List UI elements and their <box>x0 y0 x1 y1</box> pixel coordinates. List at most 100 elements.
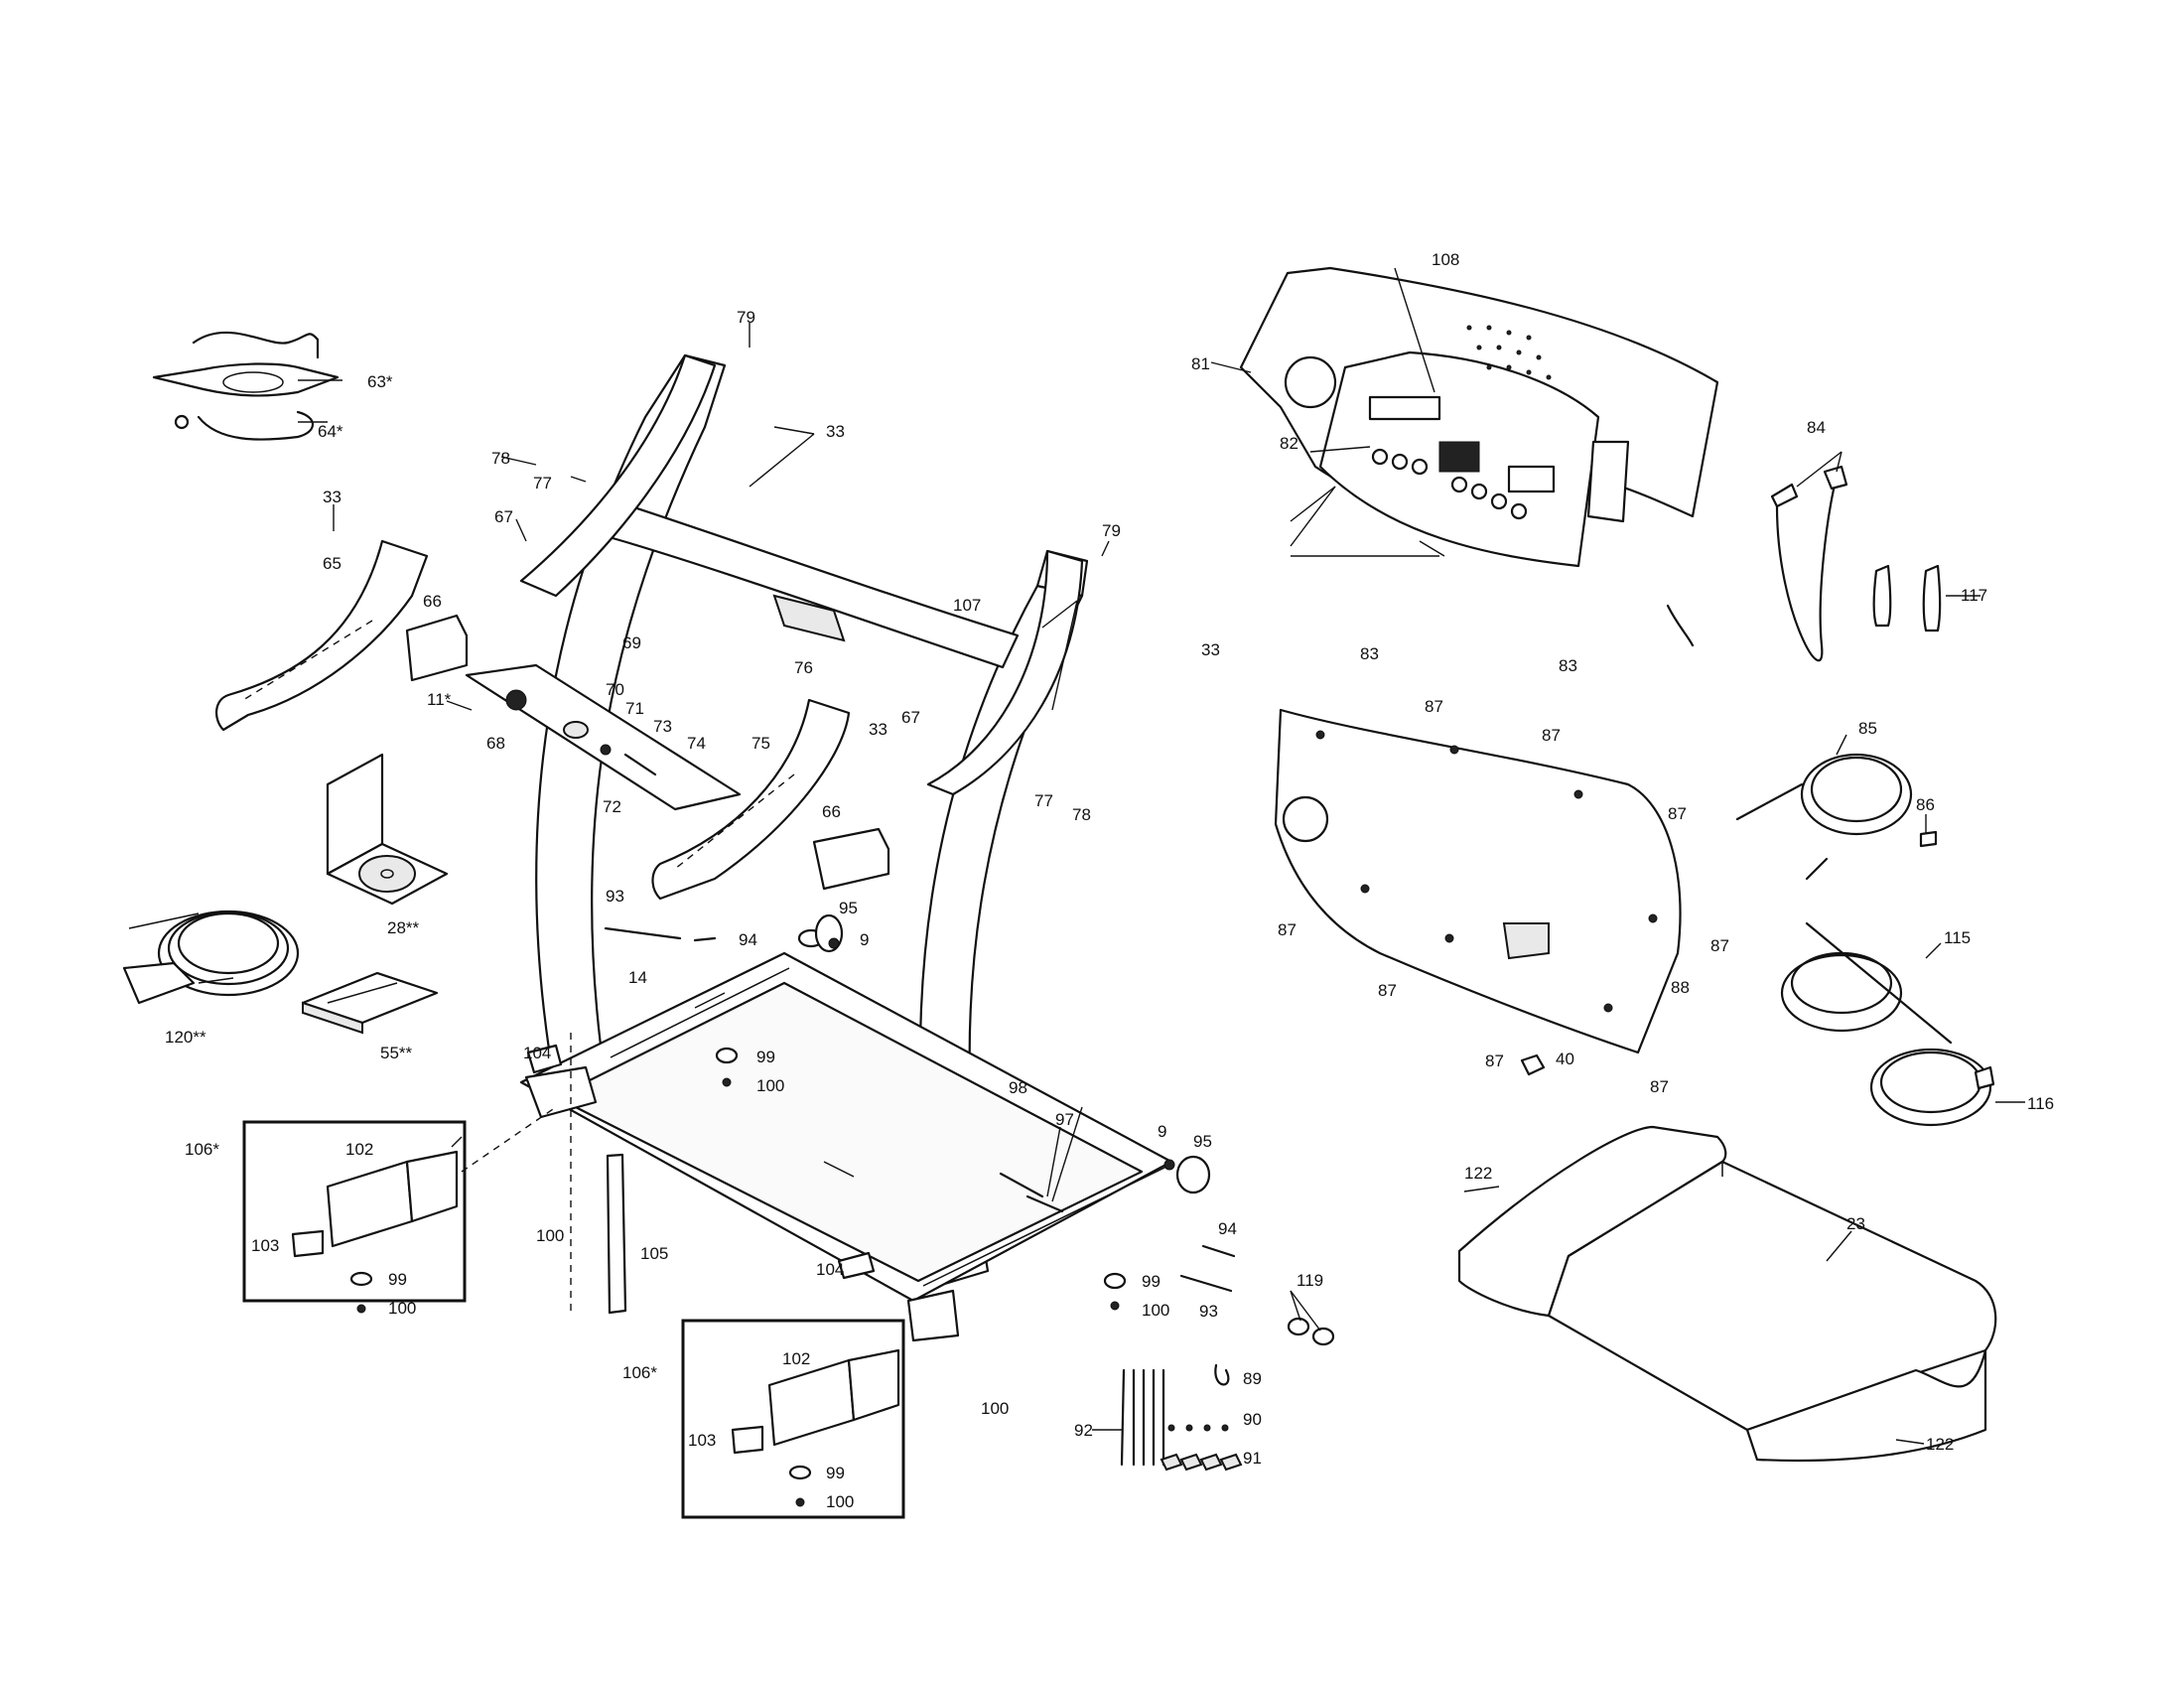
label-99-center: 99 <box>756 1048 775 1066</box>
label-99-inset-right: 99 <box>826 1464 845 1482</box>
label-107: 107 <box>953 596 981 615</box>
label-100-inset-right: 100 <box>826 1492 854 1511</box>
label-120: 120** <box>165 1028 206 1047</box>
label-103-right: 103 <box>688 1431 716 1450</box>
label-100-right-frame: 100 <box>981 1399 1009 1418</box>
chest-strap <box>152 331 340 441</box>
label-9-left: 9 <box>860 930 869 949</box>
hand-weights <box>1872 564 1942 632</box>
grip-connectors <box>405 614 890 891</box>
label-122-bottom: 122 <box>1926 1435 1954 1454</box>
label-83-right: 83 <box>1559 656 1577 675</box>
frame-hardware <box>526 913 1236 1315</box>
label-73: 73 <box>653 717 672 736</box>
safety-key-and-cord <box>1770 465 1848 662</box>
power-cord <box>1735 753 1938 881</box>
label-87-bottom: 87 <box>1485 1052 1504 1070</box>
label-86: 86 <box>1916 795 1935 814</box>
label-72: 72 <box>603 797 621 816</box>
label-108: 108 <box>1432 250 1459 269</box>
label-90: 90 <box>1243 1410 1262 1429</box>
label-102-left: 102 <box>345 1140 373 1159</box>
label-67-right: 67 <box>901 708 920 727</box>
label-92: 92 <box>1074 1421 1093 1440</box>
label-95-left: 95 <box>839 899 858 917</box>
label-33-mid: 33 <box>869 720 887 739</box>
hardware-kit <box>1120 1317 1335 1472</box>
inset-106-left <box>242 1106 557 1314</box>
label-119: 119 <box>1297 1271 1323 1290</box>
part-labels: 79 63* 64* 33 78 77 33 67 65 66 69 11* 6… <box>165 250 2054 1511</box>
console <box>1239 266 1719 647</box>
label-55: 55** <box>380 1044 413 1062</box>
label-68: 68 <box>486 734 505 753</box>
label-87-right: 87 <box>1668 804 1687 823</box>
label-87-bottom-left: 87 <box>1378 981 1397 1000</box>
label-102-right: 102 <box>782 1349 810 1368</box>
console-cover <box>1274 708 1682 1076</box>
hood-23 <box>1457 1125 1997 1463</box>
label-81: 81 <box>1191 354 1210 373</box>
label-115: 115 <box>1944 928 1971 947</box>
label-103-left: 103 <box>251 1236 279 1255</box>
label-87-bottom-right: 87 <box>1650 1077 1669 1096</box>
label-40: 40 <box>1556 1050 1574 1068</box>
label-9-right: 9 <box>1158 1122 1166 1141</box>
label-87-top-right: 87 <box>1542 726 1561 745</box>
label-11: 11* <box>427 690 452 709</box>
label-104-left: 104 <box>523 1044 551 1062</box>
label-87-top-left: 87 <box>1425 697 1443 716</box>
chest-pulse-receiver <box>122 910 300 1005</box>
label-94-left: 94 <box>739 930 757 949</box>
label-74: 74 <box>687 734 706 753</box>
label-69: 69 <box>622 633 641 652</box>
label-99-right: 99 <box>1142 1272 1160 1291</box>
label-116: 116 <box>2027 1094 2054 1113</box>
label-122-top: 122 <box>1464 1164 1492 1183</box>
label-88: 88 <box>1671 978 1690 997</box>
label-91: 91 <box>1243 1449 1262 1468</box>
pulse-sensor-plate <box>465 663 742 811</box>
label-78-right: 78 <box>1072 805 1091 824</box>
label-106-right: 106* <box>622 1363 657 1382</box>
label-104-right: 104 <box>816 1260 844 1279</box>
handrail-right <box>651 698 851 901</box>
leader-lines <box>298 267 2025 1445</box>
label-94-right: 94 <box>1218 1219 1237 1238</box>
label-71: 71 <box>625 699 644 718</box>
label-82: 82 <box>1280 434 1298 453</box>
label-78-left: 78 <box>491 449 510 468</box>
label-33-top: 33 <box>826 422 845 441</box>
label-106-left: 106* <box>185 1140 219 1159</box>
label-100-inset-left: 100 <box>388 1299 416 1318</box>
dvd-and-video <box>301 753 449 1035</box>
label-85: 85 <box>1858 719 1877 738</box>
label-77-left: 77 <box>533 474 552 492</box>
label-14: 14 <box>628 968 647 987</box>
label-33-right: 33 <box>1201 640 1220 659</box>
label-67-left: 67 <box>494 507 513 526</box>
label-70: 70 <box>606 680 624 699</box>
upright-frame <box>519 353 1173 1342</box>
label-23: 23 <box>1846 1214 1865 1233</box>
label-89: 89 <box>1243 1369 1262 1388</box>
label-83-left: 83 <box>1360 644 1379 663</box>
label-79-left: 79 <box>737 308 755 327</box>
label-64: 64* <box>318 422 343 441</box>
label-87-left: 87 <box>1278 920 1297 939</box>
label-65: 65 <box>323 554 341 573</box>
label-97: 97 <box>1055 1110 1074 1129</box>
label-84: 84 <box>1807 418 1826 437</box>
label-28: 28** <box>387 918 420 937</box>
tether-and-strap <box>1780 921 1995 1127</box>
label-33-handrail: 33 <box>323 488 341 506</box>
label-79-right: 79 <box>1102 521 1121 540</box>
label-66-right: 66 <box>822 802 841 821</box>
label-76: 76 <box>794 658 813 677</box>
label-77-right: 77 <box>1034 791 1053 810</box>
label-105: 105 <box>640 1244 668 1263</box>
inset-106-right <box>681 1319 905 1519</box>
label-100-right: 100 <box>1142 1301 1169 1320</box>
label-100-center: 100 <box>756 1076 784 1095</box>
